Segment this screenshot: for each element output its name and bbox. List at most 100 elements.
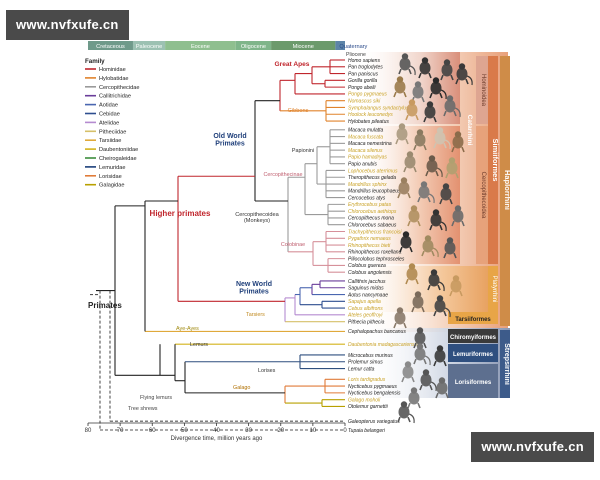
clade-colobinae: Colobinae [281, 242, 305, 248]
side-catarrhini: Catarrhini [466, 115, 473, 146]
side-strepsirrhini: Strepsirrhini [503, 343, 510, 385]
primate-silhouette-icon [403, 151, 417, 173]
legend-label: Pitheciidae [99, 129, 126, 135]
primate-silhouette-icon [397, 401, 415, 424]
taxon-label: Nomascus siki [348, 98, 381, 104]
legend-label: Aotidae [99, 103, 118, 109]
primate-silhouette-icon [407, 205, 421, 227]
side-chiromyiformes: Chiromyiformes [450, 335, 497, 341]
taxon-label: Symphalangus syndactylus [348, 105, 409, 111]
pliocene-label: Pliocene [346, 52, 366, 58]
legend-label: Galagidae [99, 183, 125, 189]
period-bar [88, 41, 133, 50]
taxon-label: Callithrix jacchus [348, 279, 386, 285]
taxon-label: Tupaia belangeri [348, 428, 386, 434]
primate-silhouette-icon [433, 127, 451, 150]
primate-silhouette-icon [433, 345, 447, 367]
legend-label: Atelidae [99, 120, 119, 126]
taxon-label: Colobus angolensis [348, 270, 392, 276]
taxon-label: Trachypithecus francoisi [348, 229, 402, 235]
clade-primates: Primates [88, 301, 122, 310]
legend-label: Cercopithecidae [99, 85, 139, 91]
period-bar [165, 41, 236, 50]
period-label: Cretaceous [96, 44, 125, 50]
clade-aye-ayes: Aye-Ayes [176, 326, 199, 332]
primate-silhouette-icon [455, 63, 473, 86]
side-simiiformes: Simiiformes [491, 139, 500, 182]
taxon-label: Piliocolobus tephrosceles [348, 256, 405, 262]
axis-title: Divergence time, million years ago [171, 436, 263, 442]
side-haplorrhini: Haplorrhini [503, 170, 512, 210]
legend-title: Family [85, 58, 105, 65]
taxon-label: Daubentonia madagascariensis [348, 342, 419, 348]
taxon-label: Ateles geoffroyi [347, 313, 383, 319]
taxon-label: Cercopithecus mona [348, 216, 394, 222]
taxon-label: Lemur catta [348, 366, 375, 372]
watermark-bottom: www.nvfxufe.cn [471, 432, 594, 462]
primate-silhouette-icon [393, 307, 407, 329]
taxon-label: Colobus guereza [348, 263, 386, 269]
side-cercopithecoidea: Cercopithecoidea [480, 172, 486, 219]
side-platyrrhini: Platyrrhini [491, 276, 497, 303]
primate-silhouette-icon [429, 77, 447, 100]
taxon-label: Macaca nemestrina [348, 141, 392, 147]
clade-galago: Galago [233, 385, 250, 391]
clade-flying-lemurs: Flying lemurs [140, 395, 172, 401]
primate-silhouette-icon [435, 377, 449, 399]
period-label: Eocene [191, 44, 210, 50]
taxon-label: Mandrillus sphinx [348, 182, 387, 188]
axis-tick-label: 30 [245, 428, 252, 434]
clade-higher-primates: Higher primates [150, 209, 211, 218]
primate-silhouette-icon [398, 53, 416, 76]
taxon-label: Macaca mulatta [348, 128, 384, 134]
primate-silhouette-icon [405, 99, 419, 121]
legend-label: Cheirogaleidae [99, 156, 137, 162]
axis-tick-label: 10 [310, 428, 317, 434]
taxon-label: Sapajus apella [348, 299, 381, 305]
clade-tarsiers: Tarsiers [246, 312, 265, 318]
taxon-label: Cercocebus atys [348, 195, 386, 201]
primate-silhouette-icon [407, 387, 421, 409]
taxon-label: Mandrillus leucophaeus [348, 189, 401, 195]
legend-label: Hominidae [99, 67, 126, 73]
period-label: Oligocene [241, 44, 266, 50]
phylogenetic-tree [90, 59, 345, 431]
taxon-label: Lophocebus aterrimus [348, 168, 398, 174]
primate-silhouette-icon [429, 209, 447, 232]
watermark-top: www.nvfxufe.cn [6, 10, 129, 40]
clade-labels: Great ApesGibbonsPapioniniCercopithecina… [88, 61, 314, 412]
axis-tick-label: 70 [117, 428, 124, 434]
period-bar [271, 41, 336, 50]
taxon-label: Saguinus midas [348, 286, 384, 292]
taxon-label: Galago moholi [348, 397, 381, 403]
taxon-label: Aotus nancymaae [347, 292, 388, 298]
taxon-label: Erythrocebus patas [348, 202, 392, 208]
period-label: Paleocene [136, 44, 162, 50]
taxon-label: Papio hamadryas [348, 155, 387, 161]
side-hominoidea: Hominoidea [480, 74, 486, 107]
legend-label: Cebidae [99, 112, 120, 118]
primate-silhouette-icon [423, 101, 437, 123]
primate-silhouette-icon [445, 157, 459, 179]
taxon-label: Chlorocebus sabaeus [348, 223, 397, 229]
primate-silhouette-icon [413, 129, 427, 151]
period-bar [235, 41, 272, 50]
taxon-label: Rhinopithecus bieti [348, 243, 391, 249]
taxon-label: Pygathrix nemaeus [348, 236, 391, 242]
clade-cercopithecinae: Cercopithecinae [264, 172, 303, 178]
taxon-label: Otolemur garnettii [348, 404, 389, 410]
primate-silhouette-icon [451, 205, 465, 227]
primate-silhouette-icon [443, 237, 457, 259]
taxon-label: Macaca silenus [348, 148, 383, 154]
taxon-label: Cephalopachus bancanus [348, 329, 406, 335]
primate-silhouette-icon [405, 263, 419, 285]
primate-silhouette-icon [421, 235, 439, 258]
taxon-label: Loris tardigradus [348, 377, 386, 383]
legend-label: Callitrichidae [99, 94, 131, 100]
taxon-label: Papio anubis [348, 162, 377, 168]
taxon-label: Galeopterus variegatus [348, 419, 400, 425]
primate-silhouette-icon [440, 59, 454, 81]
